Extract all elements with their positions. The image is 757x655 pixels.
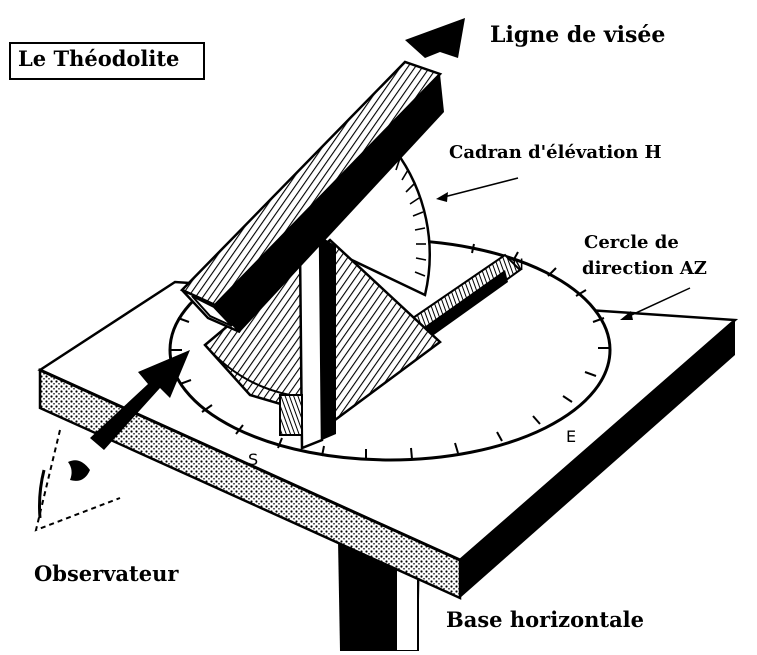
label-observer: Observateur [34, 561, 179, 586]
compass-south: S [248, 450, 258, 469]
compass-north: N [512, 255, 524, 274]
observer-eye-icon [34, 429, 121, 532]
title-box [9, 42, 205, 80]
label-direction-circle-line1: Cercle de [584, 232, 679, 253]
label-sight-line: Ligne de visée [490, 22, 666, 48]
sight-line-arrow [405, 18, 465, 58]
direction-pointer-arrow [620, 287, 691, 320]
vertical-post [279, 233, 336, 450]
label-elevation-dial: Cadran d'élévation H [449, 142, 662, 163]
compass-east: E [566, 427, 576, 446]
observer-arrow [90, 350, 190, 450]
label-horizontal-base: Base horizontale [446, 607, 645, 632]
label-direction-circle-line2: direction AZ [582, 258, 707, 279]
elevation-pointer-arrow [436, 177, 519, 202]
elevation-dial [307, 148, 431, 297]
sight-tube [179, 60, 444, 334]
diagram-title: Le Théodolite [18, 46, 180, 71]
